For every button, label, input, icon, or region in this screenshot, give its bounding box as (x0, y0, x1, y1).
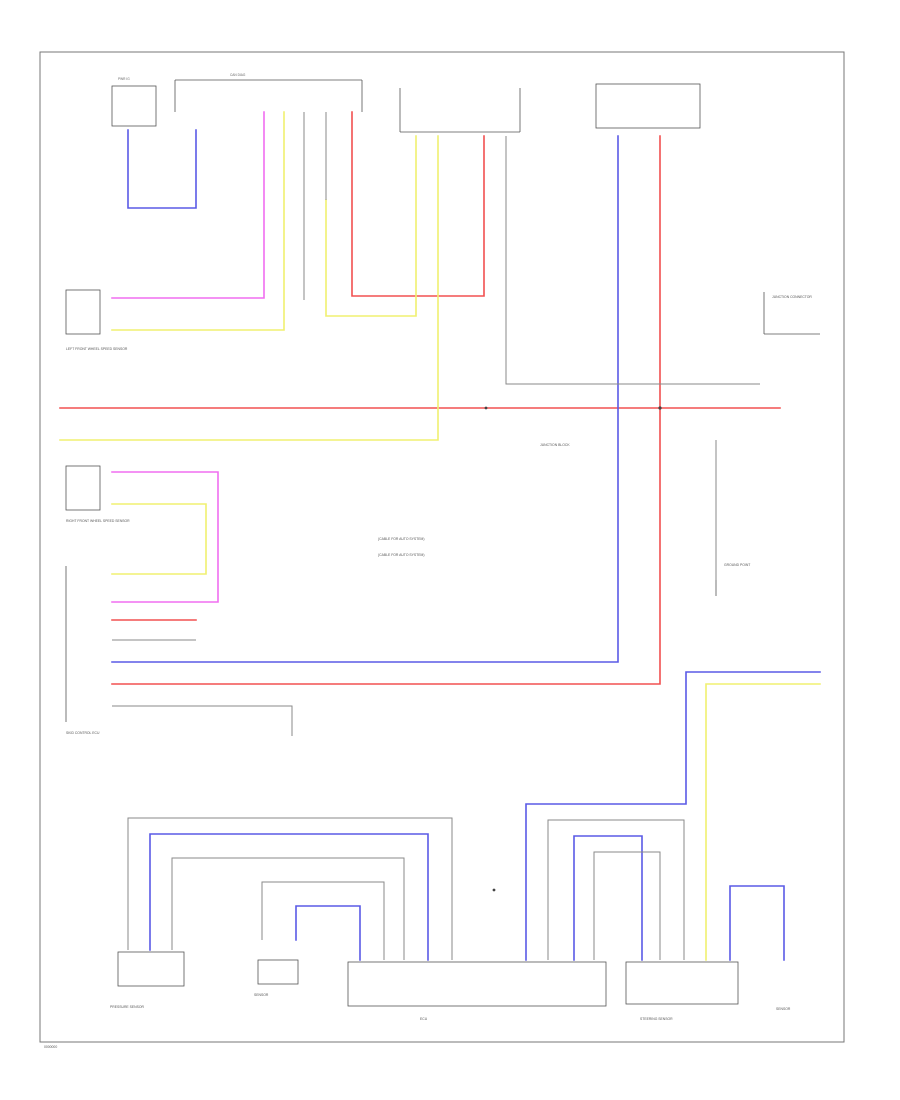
top-left-connector: PWR IG (111, 77, 157, 127)
note-1: (CABLE FOR AUTO SYSTEM) (378, 537, 424, 541)
wire-pink-upper (111, 111, 265, 299)
wire-yellow-lower (111, 503, 207, 575)
svg-text:JUNCTION CONNECTOR: JUNCTION CONNECTOR (772, 295, 812, 299)
wire-gray-left-ground (112, 705, 293, 736)
left-front-wheel-sensor: LEFT FRONT WHEEL SPEED SENSOR (65, 289, 128, 351)
right-junction-connector: JUNCTION CONNECTOR (763, 292, 820, 335)
wire-red-long (111, 135, 661, 685)
bottom-pressure-sensor: PRESSURE SENSOR (110, 951, 185, 1009)
footer-code: 0000000 (44, 1045, 57, 1049)
svg-text:SENSOR: SENSOR (776, 1007, 791, 1011)
wire-yellow-bus (59, 135, 439, 441)
svg-text:PWR IG: PWR IG (118, 77, 130, 81)
wire-blue-long (111, 135, 619, 663)
svg-text:ECU: ECU (420, 1017, 428, 1021)
svg-text:GROUND POINT: GROUND POINT (724, 563, 750, 567)
wire-yellow-mid (325, 135, 417, 317)
wire-blue-top-left (127, 129, 197, 209)
top-multi-connector: CAN DIAG (174, 73, 363, 112)
top-mid-connectors (399, 88, 521, 133)
skid-control-ecu: SKID CONTROL ECU (65, 566, 100, 735)
svg-text:LEFT FRONT WHEEL SPEED SENSOR: LEFT FRONT WHEEL SPEED SENSOR (66, 347, 128, 351)
wire-blue-bottom-left (149, 833, 429, 961)
wire-yellow-upper (111, 111, 285, 331)
svg-text:RIGHT FRONT WHEEL SPEED SENSOR: RIGHT FRONT WHEEL SPEED SENSOR (66, 519, 130, 523)
svg-text:SKID CONTROL ECU: SKID CONTROL ECU (66, 731, 100, 735)
svg-text:STEERING SENSOR: STEERING SENSOR (640, 1017, 673, 1021)
bottom-mid-sensor: SENSOR (254, 959, 299, 997)
top-right-connectors (595, 83, 701, 129)
ground-symbol-right: GROUND POINT (715, 563, 750, 596)
right-front-wheel-sensor: RIGHT FRONT WHEEL SPEED SENSOR (65, 465, 130, 523)
center-label: JUNCTION BLOCK (540, 443, 570, 447)
svg-text:CAN DIAG: CAN DIAG (230, 73, 246, 77)
wire-blue-bottom-right-up (525, 671, 821, 961)
bottom-steering-sensor: STEERING SENSOR (625, 961, 739, 1021)
note-2: (CABLE FOR AUTO SYSTEM) (378, 553, 424, 557)
diagram-border (39, 51, 845, 1043)
bottom-far-right-sensor: SENSOR (776, 1007, 791, 1011)
svg-text:SENSOR: SENSOR (254, 993, 269, 997)
wire-pink-lower (111, 471, 219, 603)
bottom-ecu-connector: ECU (347, 961, 607, 1021)
svg-text:PRESSURE SENSOR: PRESSURE SENSOR (110, 1005, 144, 1009)
wire-red-mid (351, 111, 485, 297)
